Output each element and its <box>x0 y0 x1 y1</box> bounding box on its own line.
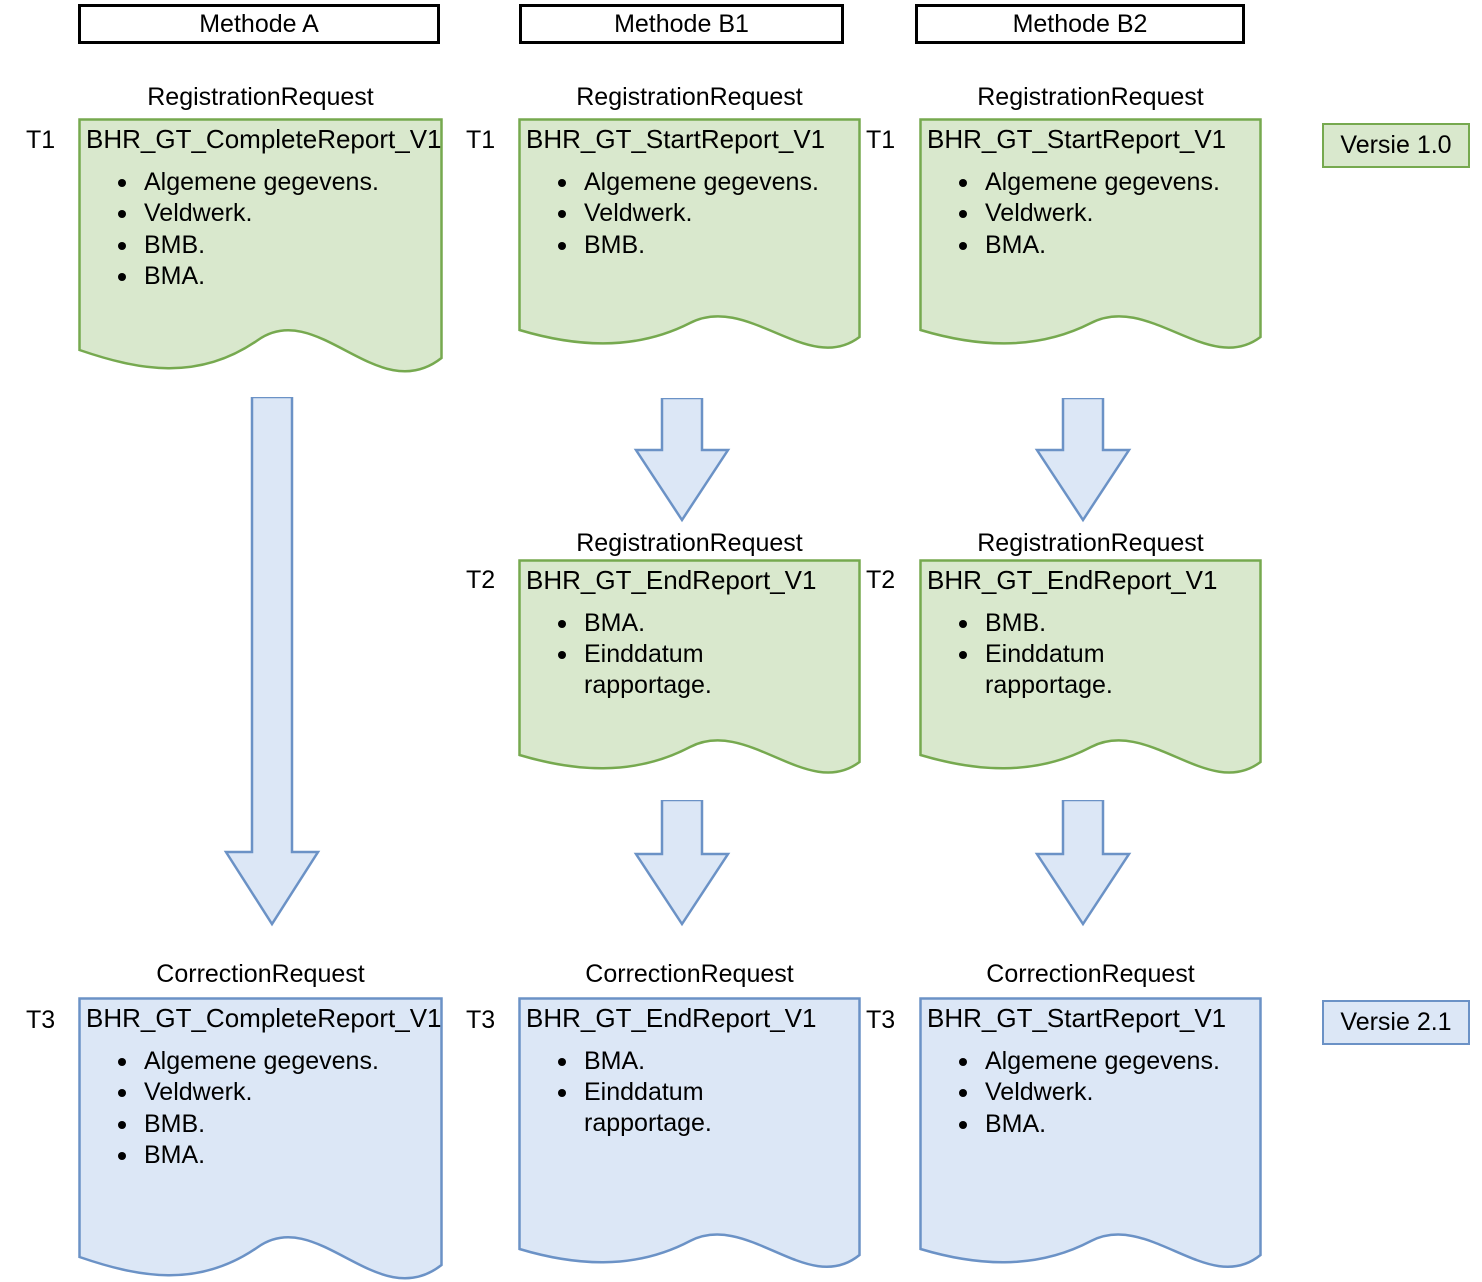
arrow-a-t1-to-t3 <box>222 397 322 927</box>
list-item: BMB. <box>558 230 853 261</box>
list-item: Algemene gegevens. <box>118 1046 435 1077</box>
document-b2-t3-items: Algemene gegevens. Veldwerk. BMA. <box>927 1046 1254 1140</box>
caption-text: CorrectionRequest <box>156 960 365 988</box>
doc-caption-a-t1: RegistrationRequest <box>78 85 443 110</box>
document-b2-t1-title: BHR_GT_StartReport_V1 <box>927 124 1227 154</box>
document-b2-t2-title: BHR_GT_EndReport_V1 <box>927 565 1218 595</box>
legend-versie-2-1: Versie 2.1 <box>1322 1000 1470 1045</box>
method-header-b2-label: Methode B2 <box>1012 9 1148 38</box>
t-label-b1-t1-left: T1 <box>466 126 496 154</box>
doc-caption-b1-t1: RegistrationRequest <box>518 85 861 110</box>
list-item: Veldwerk. <box>118 1077 435 1108</box>
document-b2-t2: BHR_GT_EndReport_V1 BMB. Einddatum rappo… <box>919 559 1262 804</box>
caption-text: CorrectionRequest <box>585 960 794 988</box>
list-item: Einddatum rapportage. <box>558 1077 759 1138</box>
method-header-b1-label: Methode B1 <box>614 9 749 38</box>
doc-caption-b2-t3: CorrectionRequest <box>919 962 1262 987</box>
list-item: Veldwerk. <box>959 198 1254 229</box>
t-label-b1-t2-left: T2 <box>466 566 496 594</box>
document-b2-t1-content: BHR_GT_StartReport_V1 Algemene gegevens.… <box>919 118 1262 261</box>
list-item: Algemene gegevens. <box>558 167 853 198</box>
document-b1-t2-items: BMA. Einddatum rapportage. <box>526 608 853 701</box>
list-item: BMB. <box>959 608 1254 639</box>
document-a-t1-title: BHR_GT_CompleteReport_V1 <box>86 124 442 154</box>
document-b1-t1-content: BHR_GT_StartReport_V1 Algemene gegevens.… <box>518 118 861 261</box>
arrow-b2-t2-to-t3 <box>1033 800 1133 927</box>
document-b1-t3-items: BMA. Einddatum rapportage. <box>526 1046 853 1139</box>
list-item: BMA. <box>118 1140 435 1171</box>
t-label-b1-t3-left: T3 <box>466 1006 496 1034</box>
document-a-t3-content: BHR_GT_CompleteReport_V1 Algemene gegeve… <box>78 997 443 1172</box>
method-header-a-label: Methode A <box>199 9 319 38</box>
document-a-t1: BHR_GT_CompleteReport_V1 Algemene gegeve… <box>78 118 443 390</box>
document-a-t1-items: Algemene gegevens. Veldwerk. BMB. BMA. <box>86 167 435 292</box>
t-label-a-t3: T3 <box>26 1006 56 1034</box>
document-b1-t1-items: Algemene gegevens. Veldwerk. BMB. <box>526 167 853 261</box>
document-b1-t3-content: BHR_GT_EndReport_V1 BMA. Einddatum rappo… <box>518 997 861 1139</box>
document-b1-t2-content: BHR_GT_EndReport_V1 BMA. Einddatum rappo… <box>518 559 861 701</box>
arrow-b1-t2-to-t3 <box>632 800 732 927</box>
list-item: BMB. <box>118 230 435 261</box>
t-label-b1-t2-right: T2 <box>866 566 896 594</box>
list-item: Einddatum rapportage. <box>959 639 1160 700</box>
doc-caption-b2-t1: RegistrationRequest <box>919 85 1262 110</box>
list-item: BMA. <box>558 1046 853 1077</box>
document-a-t1-content: BHR_GT_CompleteReport_V1 Algemene gegeve… <box>78 118 443 293</box>
list-item: Algemene gegevens. <box>959 1046 1254 1077</box>
list-item: Veldwerk. <box>118 198 435 229</box>
doc-caption-b2-t2: RegistrationRequest <box>919 531 1262 556</box>
list-item: BMA. <box>959 1109 1254 1140</box>
t-label-a-t1: T1 <box>26 126 56 154</box>
doc-caption-b1-t3: CorrectionRequest <box>518 962 861 987</box>
list-item: BMA. <box>959 230 1254 261</box>
document-b1-t1-title: BHR_GT_StartReport_V1 <box>526 124 826 154</box>
document-a-t3-items: Algemene gegevens. Veldwerk. BMB. BMA. <box>86 1046 435 1171</box>
legend-versie-1-0-label: Versie 1.0 <box>1340 131 1452 159</box>
method-header-a: Methode A <box>78 4 440 44</box>
arrow-b1-t1-to-t2 <box>632 398 732 523</box>
document-b2-t2-content: BHR_GT_EndReport_V1 BMB. Einddatum rappo… <box>919 559 1262 701</box>
caption-text: RegistrationRequest <box>147 83 374 111</box>
list-item: Veldwerk. <box>558 198 853 229</box>
list-item: Veldwerk. <box>959 1077 1254 1108</box>
list-item: Einddatum rapportage. <box>558 639 759 700</box>
document-b2-t1: BHR_GT_StartReport_V1 Algemene gegevens.… <box>919 118 1262 360</box>
list-item: BMA. <box>118 261 435 292</box>
legend-versie-1-0: Versie 1.0 <box>1322 123 1470 168</box>
document-b2-t2-items: BMB. Einddatum rapportage. <box>927 608 1254 701</box>
document-b1-t2: BHR_GT_EndReport_V1 BMA. Einddatum rappo… <box>518 559 861 804</box>
document-b1-t2-title: BHR_GT_EndReport_V1 <box>526 565 817 595</box>
document-b1-t3: BHR_GT_EndReport_V1 BMA. Einddatum rappo… <box>518 997 861 1282</box>
list-item: Algemene gegevens. <box>118 167 435 198</box>
document-b2-t1-items: Algemene gegevens. Veldwerk. BMA. <box>927 167 1254 261</box>
document-b1-t1: BHR_GT_StartReport_V1 Algemene gegevens.… <box>518 118 861 360</box>
list-item: BMA. <box>558 608 853 639</box>
doc-caption-b1-t2: RegistrationRequest <box>518 531 861 556</box>
doc-caption-a-t3: CorrectionRequest <box>78 962 443 987</box>
caption-text: CorrectionRequest <box>986 960 1195 988</box>
document-b2-t3-content: BHR_GT_StartReport_V1 Algemene gegevens.… <box>919 997 1262 1140</box>
caption-text: RegistrationRequest <box>576 83 803 111</box>
caption-text: RegistrationRequest <box>977 529 1204 557</box>
method-header-b2: Methode B2 <box>915 4 1245 44</box>
caption-text: RegistrationRequest <box>576 529 803 557</box>
document-b2-t3: BHR_GT_StartReport_V1 Algemene gegevens.… <box>919 997 1262 1282</box>
t-label-b1-t3-right: T3 <box>866 1006 896 1034</box>
caption-text: RegistrationRequest <box>977 83 1204 111</box>
list-item: Algemene gegevens. <box>959 167 1254 198</box>
document-a-t3-title: BHR_GT_CompleteReport_V1 <box>86 1003 442 1033</box>
legend-versie-2-1-label: Versie 2.1 <box>1340 1008 1452 1036</box>
document-b1-t3-title: BHR_GT_EndReport_V1 <box>526 1003 817 1033</box>
document-b2-t3-title: BHR_GT_StartReport_V1 <box>927 1003 1227 1033</box>
method-header-b1: Methode B1 <box>519 4 844 44</box>
arrow-b2-t1-to-t2 <box>1033 398 1133 523</box>
list-item: BMB. <box>118 1109 435 1140</box>
t-label-b1-t1-right: T1 <box>866 126 896 154</box>
document-a-t3: BHR_GT_CompleteReport_V1 Algemene gegeve… <box>78 997 443 1282</box>
